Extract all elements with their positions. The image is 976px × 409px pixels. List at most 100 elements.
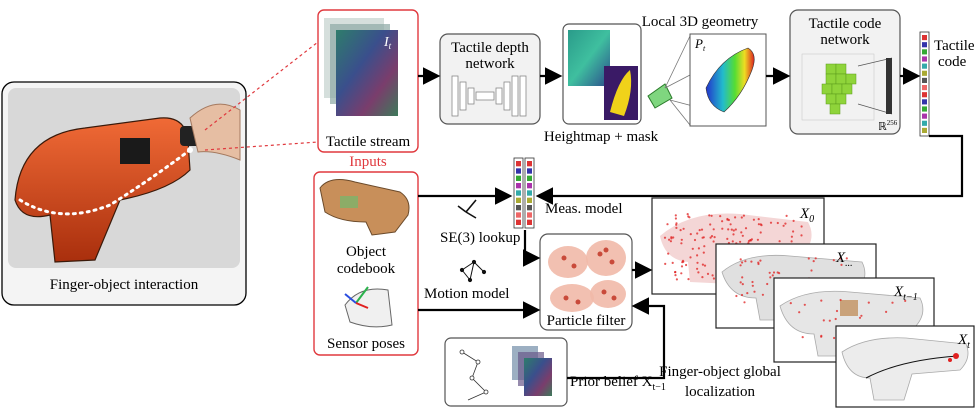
frame-axes-icon: [457, 199, 477, 219]
se3-lookup: SE(3) lookup: [440, 199, 520, 246]
particle-point: [702, 236, 705, 239]
particle-point: [740, 216, 743, 219]
object-codebook-label-1: Object: [346, 244, 387, 260]
particle-point: [711, 274, 714, 277]
svg-text:X...: X...: [835, 250, 853, 269]
particle-point: [790, 240, 793, 243]
particle-point: [709, 223, 712, 226]
svg-text:Xt: Xt: [957, 332, 970, 351]
particle-point: [686, 213, 689, 216]
particle-point: [710, 214, 713, 217]
particle-point: [696, 267, 699, 270]
particle-point: [839, 298, 842, 302]
code-cell: [516, 175, 521, 181]
hand-image: [189, 103, 241, 161]
particle-point: [734, 216, 737, 219]
code-cell: [516, 212, 521, 218]
voxel-grid-icon: [821, 63, 857, 115]
particle-point: [698, 229, 701, 232]
code-cell: [516, 161, 521, 167]
svg-text:X0: X0: [799, 206, 814, 225]
code-cell: [922, 120, 927, 126]
particle-point: [757, 218, 760, 221]
particle-point: [752, 218, 756, 221]
code-cell: [922, 92, 927, 98]
particle-point: [790, 235, 794, 238]
particle-point: [731, 240, 734, 243]
particle-point: [750, 260, 753, 263]
particle-point: [674, 274, 677, 277]
particle-point: [860, 314, 863, 317]
particle-point: [741, 234, 744, 237]
object-codebook-label-2: codebook: [337, 261, 396, 277]
particle-point: [674, 214, 677, 217]
svg-text:network: network: [820, 32, 870, 48]
particle-point: [820, 299, 823, 302]
particle-point: [726, 218, 729, 221]
particle-point: [674, 217, 678, 220]
particle-point: [727, 228, 730, 231]
particle-point: [885, 310, 888, 313]
particle-point: [669, 240, 673, 243]
particle-point: [697, 271, 700, 274]
particle-point: [792, 219, 795, 222]
particle-point: [701, 263, 705, 266]
particle-point: [687, 215, 690, 218]
inputs-label: Inputs: [349, 154, 387, 170]
particle-point: [668, 238, 671, 241]
particle-point: [766, 282, 769, 286]
particle-point: [739, 281, 742, 284]
tactile-stream-label: Tactile stream: [326, 134, 411, 150]
particle-point: [782, 224, 785, 227]
particle-point: [812, 260, 815, 263]
particle-point: [663, 236, 667, 239]
heightmap-mask-box: Heightmap + mask: [544, 23, 659, 145]
particle-filter-label: Particle filter: [547, 313, 626, 329]
heightmap-image: [568, 30, 610, 86]
particle-point: [741, 276, 744, 279]
particle-point: [798, 311, 801, 314]
particle-point: [789, 302, 792, 305]
particle-point: [687, 278, 690, 281]
particle-point: [776, 221, 779, 225]
particle-point: [761, 293, 765, 296]
particle-point: [760, 224, 763, 227]
particle-point: [712, 277, 716, 280]
particle-point: [666, 223, 669, 226]
tactile-code-vector: Tactile code: [919, 31, 975, 137]
code-cell: [516, 183, 521, 189]
particle-point: [835, 309, 839, 313]
particle-point: [675, 278, 679, 281]
code-cell: [516, 190, 521, 196]
particle-point: [667, 252, 670, 255]
particle-point: [708, 214, 711, 217]
meas-model-label: Meas. model: [545, 201, 622, 217]
svg-text:code: code: [938, 54, 967, 70]
particle-point: [685, 263, 688, 267]
code-cell: [922, 77, 927, 83]
particle-point: [807, 257, 810, 260]
particle-point: [696, 254, 699, 257]
finger-object-panel: Finger-object interaction: [1, 81, 247, 306]
code-cell: [922, 42, 927, 48]
particle-point: [810, 269, 813, 272]
particle-point: [739, 258, 742, 261]
particle-point: [769, 221, 773, 224]
particle-point: [701, 276, 704, 279]
local-3d-geometry: Local 3D geometry Pt: [642, 14, 767, 127]
particle-point: [702, 251, 705, 254]
finger-object-label: Finger-object interaction: [50, 277, 199, 293]
particle-point: [833, 336, 836, 340]
svg-text:Tactile depth: Tactile depth: [451, 40, 529, 56]
code-cell: [516, 197, 521, 203]
code-cell: [922, 113, 927, 119]
particle-point: [739, 240, 742, 243]
particle-point: [691, 247, 694, 250]
svg-text:Pt: Pt: [694, 36, 706, 53]
particle-point: [681, 259, 685, 262]
particle-point: [693, 238, 697, 242]
svg-text:network: network: [465, 56, 515, 72]
localization-panels: X0 X... Xt−1 Xt: [651, 197, 975, 408]
particle-point: [741, 283, 744, 286]
code-cell: [922, 99, 927, 105]
